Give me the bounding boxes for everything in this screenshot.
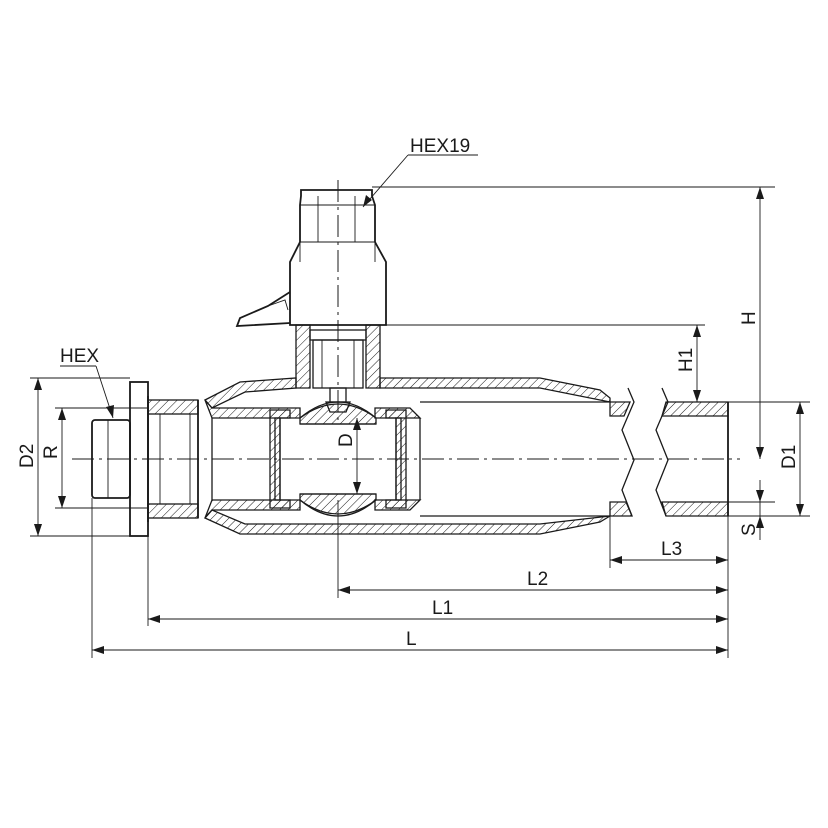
label-l2: L2 xyxy=(527,569,548,590)
label-l: L xyxy=(406,629,417,650)
label-s: S xyxy=(739,523,760,536)
label-d2: D2 xyxy=(17,444,38,468)
label-l3: L3 xyxy=(661,539,682,560)
dimension-lines xyxy=(30,154,810,658)
label-r: R xyxy=(41,445,62,459)
label-hex: HEX xyxy=(60,346,99,367)
pipe-stub xyxy=(609,387,729,517)
label-d: D xyxy=(336,433,357,447)
label-l1: L1 xyxy=(432,598,453,619)
label-hex19: HEX19 xyxy=(410,136,470,157)
valve-body xyxy=(147,377,611,535)
label-h: H xyxy=(739,311,760,325)
handle xyxy=(235,189,387,327)
label-h1: H1 xyxy=(676,348,697,372)
label-d1: D1 xyxy=(779,445,800,469)
